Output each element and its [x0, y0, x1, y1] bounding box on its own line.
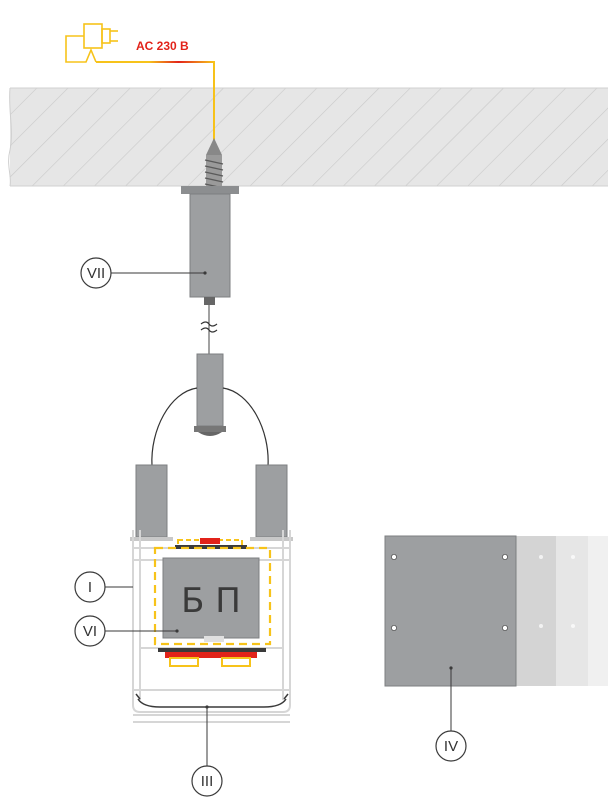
bridle-cables — [151, 387, 269, 467]
left-clamp — [130, 464, 173, 541]
callout-vi: VI — [74, 615, 177, 647]
callout-vii: VII — [80, 257, 205, 289]
ceiling-box — [181, 186, 239, 305]
cable-break-icon — [200, 321, 218, 333]
callout-iv-label: IV — [444, 738, 458, 755]
callout-iv: IV — [435, 668, 467, 762]
callout-i: I — [74, 571, 133, 603]
cover-plate — [384, 535, 517, 687]
power-label: AC 230 B — [136, 39, 189, 53]
callout-i-label: I — [88, 579, 92, 596]
callout-iii-label: III — [201, 773, 214, 790]
callout-vii-label: VII — [87, 265, 105, 282]
psu-label: Б П — [181, 581, 241, 621]
callout-iii: III — [191, 707, 223, 797]
power-supply: Б П — [153, 546, 272, 646]
diffuser — [135, 693, 289, 708]
callout-vi-label: VI — [83, 623, 97, 640]
lower-bracket — [158, 648, 266, 667]
suspension-fitting — [194, 353, 226, 436]
right-clamp — [250, 464, 293, 541]
cover-plate-shadows — [516, 536, 608, 686]
mains-plug-icon — [65, 23, 118, 63]
ceiling-slab — [8, 87, 608, 187]
